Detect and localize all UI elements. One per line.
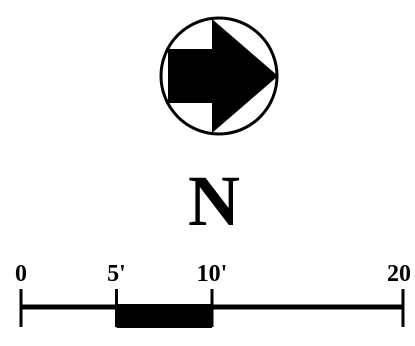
scale-segment-filled (116, 304, 212, 328)
scale-bar: 0 5' 10' 20 (15, 261, 411, 328)
arrow-shape (168, 19, 278, 133)
north-arrow-icon (159, 16, 279, 136)
scale-tick-label: 20 (387, 261, 411, 287)
scale-tick-label: 0 (15, 261, 27, 287)
scale-tick-label: 10' (197, 261, 228, 287)
north-letter: N (188, 161, 240, 241)
scale-tick-label: 5' (107, 261, 126, 287)
